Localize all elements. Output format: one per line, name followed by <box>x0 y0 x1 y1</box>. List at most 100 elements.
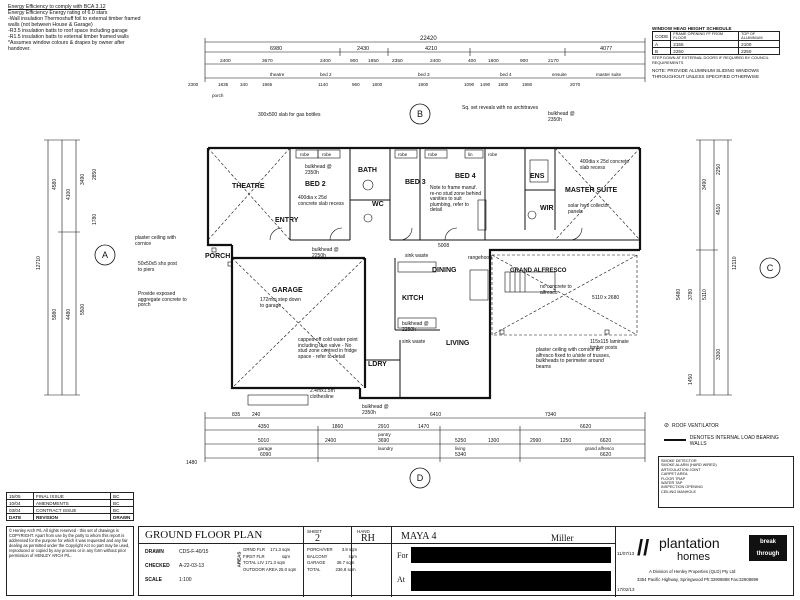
drawn-value: CDS-F-40/15 <box>179 549 209 555</box>
dim-top2: 1800 <box>488 58 499 64</box>
section-marker-a-label: A <box>102 250 108 260</box>
area-name: PORCH/VER <box>307 547 333 552</box>
revision-desc: AMENDMENTS <box>33 499 111 507</box>
dim-bottom3: 5250 <box>455 438 466 444</box>
section-marker-a <box>94 244 116 266</box>
legend-roof-vent-label: ROOF VENTILATOR <box>672 423 719 429</box>
revision-header-cell: DRAWN <box>110 513 134 521</box>
revision-row: 15/05 FINAL ISSUE BC <box>6 492 134 500</box>
note-alfresco-ceiling: plaster ceiling with cornice to alfresco… <box>536 347 611 370</box>
energy-notes-heading: Energy Efficiency to comply with BCA 3.1… <box>8 4 106 10</box>
note-laminate-posts: 115x115 laminate timber posts <box>590 339 629 351</box>
dim-overall: 22420 <box>420 36 437 42</box>
legend-box: SMOKE DETECTOR SMOKE ALARM (HARD WIRED) … <box>658 456 794 508</box>
note-sink: sink waste <box>402 339 426 345</box>
schedule-cell: 2250 <box>670 47 740 56</box>
room-robe: robe <box>488 152 498 157</box>
dim-bottom4: 6090 <box>260 452 271 458</box>
section-marker-b-label: B <box>417 109 423 119</box>
area-value: 3.8 <box>341 547 348 552</box>
section-marker-c-label: C <box>767 263 774 273</box>
area-name: TOTAL <box>307 566 321 572</box>
area-name: TOTAL LIV <box>243 560 264 565</box>
area-value: 171.3 <box>270 547 281 552</box>
roof-vent-icon: ⊘ <box>664 423 670 429</box>
area-unit: sqm <box>348 547 358 552</box>
dim-left: 5980 <box>52 309 58 320</box>
room-master: MASTER SUITE <box>565 187 617 194</box>
dim-bottom: 240 <box>252 412 261 418</box>
note-bulkhead: bulkhead @ 2350h <box>305 164 332 176</box>
legend-roof-vent: ⊘ ROOF VENTILATOR <box>664 423 719 430</box>
room-wir: WIR <box>540 205 554 212</box>
scale-label: SCALE <box>145 577 162 583</box>
area-row: GRND FLR 171.3 sqm FIRST FLR sqm TOTAL L… <box>243 547 301 573</box>
dim-top: 6980 <box>270 46 282 52</box>
dim-bottom2: 2910 <box>378 424 389 430</box>
company-name: plantation <box>659 535 720 551</box>
dim-top2: 2170 <box>548 58 559 64</box>
area-value: 25.0 <box>278 566 287 572</box>
dim-top3: 1800 <box>372 82 383 87</box>
dim-bottom3: 3690 <box>378 438 389 444</box>
dim-label: theatre <box>270 72 285 77</box>
issue-date-2: 11/07/13 <box>617 551 635 556</box>
revision-drawn: BC <box>110 506 134 514</box>
dim-bottom3: 1250 <box>560 438 571 444</box>
note-no-concrete: no concrete to alfresco <box>540 284 572 296</box>
revision-row: 10/04 AMENDMENTS BC <box>6 499 134 507</box>
legend-item: CEILING MANHOLE <box>661 489 697 494</box>
legend-item: INSPECTION OPENING <box>661 485 703 490</box>
dim-top2: 2400 <box>220 58 231 64</box>
dim-bottom: 6410 <box>430 412 441 418</box>
note-aggregate: Provide exposed aggregate concrete to po… <box>138 291 187 309</box>
note-plaster-ceiling: plaster ceiling with cornice <box>135 235 176 247</box>
dim-right: 4510 <box>716 204 722 215</box>
note-rangehood: rangehood <box>468 255 492 261</box>
note-step-down: 172mm step down to garage <box>260 297 301 309</box>
dim-bottom2: 1860 <box>332 424 343 430</box>
dim-top3: 1490 <box>480 82 491 87</box>
note-water-point: capped off cold water point including du… <box>298 337 358 360</box>
dim-right: 5480 <box>676 289 682 300</box>
area-value: 236.8 <box>335 566 347 572</box>
revision-desc: FINAL ISSUE <box>33 492 111 500</box>
section-marker-b <box>409 103 431 125</box>
revision-header: DATE REVISION DRAWN <box>6 513 134 521</box>
at-label: At <box>397 575 405 584</box>
room-bed2: BED 2 <box>305 181 326 188</box>
room-bath: BATH <box>358 167 377 174</box>
dim-top3: 1835 <box>218 82 229 87</box>
note-concrete-recess: 400dia x 25d concrete slab recess <box>580 159 630 171</box>
area-unit: sqm <box>282 547 291 552</box>
energy-note-line: -Wall insulation Thermoshuff foil to ext… <box>8 16 141 22</box>
dim-bottom: 835 <box>232 412 241 418</box>
design-name: MAYA 4 <box>401 531 437 542</box>
section-marker-d <box>409 467 431 489</box>
copyright-block: © Henley Arch P/L All rights reserved - … <box>6 526 134 596</box>
dim-left: 3490 <box>80 174 86 185</box>
dim-left: 4480 <box>66 309 72 320</box>
area-unit: sqm <box>347 566 356 572</box>
room-alfresco: GRAND ALFRESCO <box>510 268 567 274</box>
dim-top3: 340 <box>240 82 248 87</box>
revision-drawn: BC <box>110 499 134 507</box>
note-gas-slab: 300x500 slab for gas bottles <box>258 112 321 118</box>
revision-header-cell: DATE <box>6 513 34 521</box>
section-marker-c <box>759 257 781 279</box>
note-bulkhead: bulkhead @ 2250h <box>312 247 339 259</box>
note-clothesline: 2.4mx1.5m clothesline <box>310 388 335 400</box>
note-solar: solar hws collector panels <box>568 203 610 215</box>
note-bulkhead: bulkhead @ 2250h <box>402 321 429 333</box>
dim-top3: 1980 <box>522 82 533 87</box>
dim-bottom3: 5010 <box>258 438 269 444</box>
wall-line-icon <box>664 439 686 441</box>
dim-top: 4077 <box>600 46 612 52</box>
issue-date: 17/02/13 <box>617 587 635 592</box>
room-robe: robe <box>300 152 310 157</box>
note-concrete-recess: 400dia x 25d concrete slab recess <box>298 195 344 207</box>
room-dining: DINING <box>432 267 457 274</box>
company-name-2: homes <box>677 551 711 563</box>
room-ens: ENS <box>530 173 545 180</box>
dim-top3: 960 <box>352 82 360 87</box>
